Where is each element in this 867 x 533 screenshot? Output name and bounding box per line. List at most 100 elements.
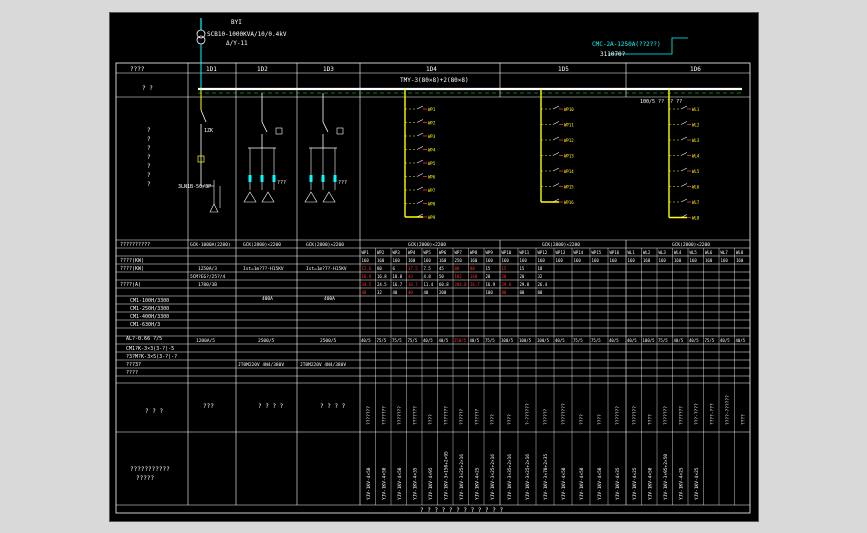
ct-cell: 100/5 [519,338,532,343]
row-label-char: ? [147,127,151,134]
capacitor-icon [322,191,336,203]
d2-value: Ist=1m?7?-H15KV [243,266,284,272]
cell-row5: 34.5 [362,282,372,287]
use-vertical-text: ?????? [459,408,465,425]
bus-label-right: 100/5 ?? ?? ?? [640,99,682,105]
use-vertical-text: ??????? [632,406,638,425]
cell-row2: 160 [486,258,494,263]
cell-row3: 37.5 [408,266,418,271]
use-vertical-text: ???? [597,414,603,425]
cell-row5: 16.9 [486,282,496,287]
cell-row6: 32 [377,290,382,295]
cable-vertical-text: YJV-1KV-4×50 [397,467,403,500]
ct-cell: 40/5 [689,338,699,343]
feeder-1d4-switch [416,213,424,218]
use-vertical-text: ?????? [474,408,480,425]
cell-circuit: WP2 [377,250,385,255]
use-vertical-text: ???-???? [694,403,700,425]
feeder-1d6-label: WL4 [692,154,700,159]
cell-row2: 160 [520,258,528,263]
cell-row2: 160 [502,258,510,263]
cell-circuit: WL7 [721,250,729,255]
cable-vertical-text: YJV-1KV-4×95 [428,467,434,500]
column-lines [187,63,627,505]
feeder-1d5-label: WP16 [564,200,574,205]
cabinet-model-d6: GCK(2800)×2200 [672,242,710,248]
cell-circuit: WP8 [470,250,478,255]
feeder-1d6-label: WL5 [692,169,700,174]
row-label-meter: ?3?M?K-3×5(3-?)-? [126,354,177,360]
cell-row6: 100 [486,290,494,295]
cell-circuit: WL3 [659,250,667,255]
cell-circuit: WP1 [362,250,370,255]
ct-cell: 40/5 [439,338,449,343]
use-vertical-text: ????-?????? [725,395,731,425]
capacitor-label: ??? [338,180,347,186]
row-label-char: ? [147,181,151,188]
ct-d1: 1200A/5 [196,338,215,344]
d1-value: 5CM?EG?/25?/4 [190,274,226,280]
row-label-misc: ???? [126,370,138,376]
transformer-vector: Δ/Y-11 [226,40,248,47]
cable-vertical-text: YJV-1KV-4×25 [632,467,638,500]
feeder-1d6-switch [680,167,688,172]
ct-cell: 75/5 [658,338,668,343]
ct-cell: 40/5 [555,338,565,343]
feeder-1d6-label: WL6 [692,185,700,190]
cabinet-model-d3: GCK(2800)×2200 [306,242,344,248]
row-label-char: ? [147,145,151,152]
cell-row2: 160 [538,258,546,263]
d2-value: 400A [262,296,273,302]
cell-row3: 12.6 [362,266,372,271]
row-label-ct: AL?-0.66 ?/5 [126,336,162,342]
cell-row2: 160 [574,258,582,263]
use-vertical-text: ???? [579,414,585,425]
cell-row2: 160 [408,258,416,263]
cell-row4: 4.8 [424,274,432,279]
cell-row5: 26.4 [538,282,548,287]
branch-reactor [248,175,252,182]
cell-row6: 40 [408,290,413,295]
feeder-1d6-switch [680,183,688,187]
cable-vertical-text: YJV-1KV-4×50 [579,467,585,500]
cell-row6: 80 [520,290,525,295]
cell-row2: 160 [592,258,600,263]
row-label-group: ?????????????????????(KW)????(KW)????(A)… [120,127,177,376]
bus-spec: TMY-3(80×8)+2(80×8) [400,77,469,84]
cable-label-2: ????? [136,475,154,482]
cell-circuit: WP15 [592,250,602,255]
feeder-1d5-switch [552,105,560,110]
cell-row3: 80 [455,266,460,271]
cell-row6: 80 [538,290,543,295]
branch-switch [261,121,268,133]
cell-row2: 160 [362,258,370,263]
row-label-char: ? [147,163,151,170]
cell-circuit: WL1 [628,250,636,255]
use-vertical-text: ??????? [443,406,449,425]
use-vertical-text: ??????? [615,406,621,425]
cell-row5: 29.0 [502,282,512,287]
cell-row3: 7.5 [424,266,432,271]
cell-circuit: WL8 [736,250,744,255]
row-label-char: ? [147,172,151,179]
cell-row4: 20 [502,274,507,279]
cell-row4: 16.8 [362,274,372,279]
row-label-installed-kw: ????(KW) [120,258,144,264]
cell-row5: 29.8 [520,282,530,287]
cable-label: ??????????? [130,466,170,473]
ct-cell: 100/5 [537,338,550,343]
ct-cell: 75/5 [573,338,583,343]
cell-row2: 160 [721,258,729,263]
cell-row6: 48 [362,290,367,295]
incomer-1d1 [197,89,221,213]
cell-circuit: WL2 [643,250,651,255]
ct-cell: 40/5 [627,338,637,343]
ct-cell: 40/5 [736,338,746,343]
row-label-breaker: CM1-630H/3 [130,322,160,328]
feeder-1d5-switch [552,121,560,125]
cell-row2: 160 [556,258,564,263]
cable-vertical-text: YJV-1KV-4×50 [561,467,567,500]
feeder-1d6-switch [680,198,688,203]
use-label: ? ? ? [145,408,163,415]
